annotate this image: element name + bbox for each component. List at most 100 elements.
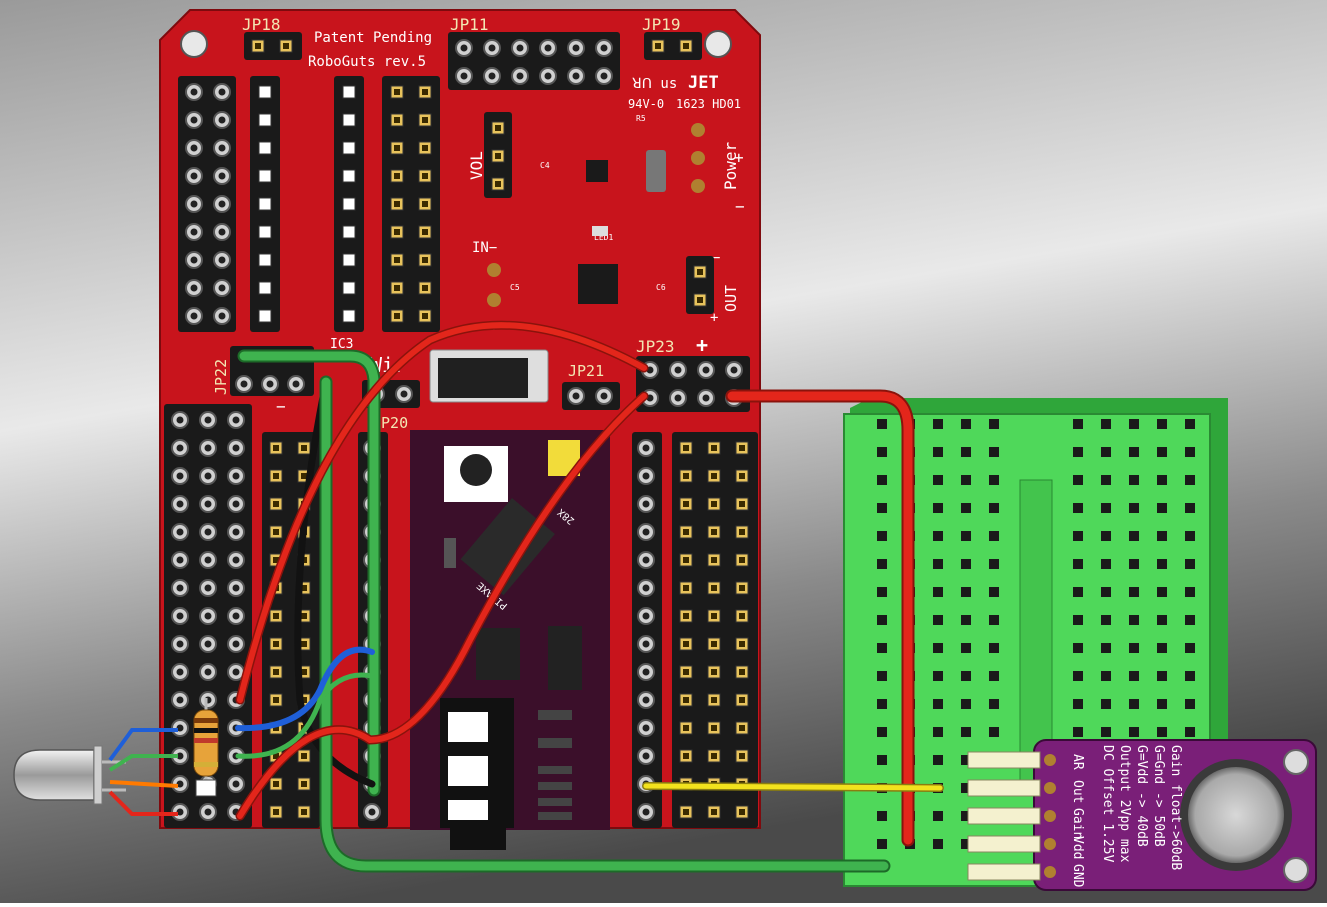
header-pin-core bbox=[301, 697, 307, 703]
header-pin-hole bbox=[488, 44, 496, 52]
header-pin-core bbox=[739, 753, 745, 759]
breadboard-hole bbox=[877, 447, 887, 457]
header-pin-hole bbox=[232, 500, 240, 508]
header-pin-core bbox=[711, 641, 717, 647]
header-pin-core bbox=[273, 697, 279, 703]
header-pin-core bbox=[683, 641, 689, 647]
header-pin-hole bbox=[190, 228, 198, 236]
breadboard-hole bbox=[1101, 503, 1111, 513]
breadboard-hole bbox=[933, 447, 943, 457]
header-pin-core bbox=[273, 725, 279, 731]
breadboard-hole bbox=[1073, 447, 1083, 457]
header-pin-core bbox=[301, 669, 307, 675]
breadboard-hole bbox=[1185, 475, 1195, 485]
breadboard-hole bbox=[1129, 503, 1139, 513]
header-pin-hole bbox=[232, 780, 240, 788]
breadboard-hole bbox=[1185, 503, 1195, 513]
breadboard-hole bbox=[961, 531, 971, 541]
header-pin-core bbox=[739, 669, 745, 675]
header-pin-core bbox=[711, 529, 717, 535]
header-pin-core bbox=[301, 613, 307, 619]
header-pin-hole bbox=[232, 444, 240, 452]
header-pin-core bbox=[683, 809, 689, 815]
header-pin-hole bbox=[204, 528, 212, 536]
header-pin-hole bbox=[204, 444, 212, 452]
label-c5: C5 bbox=[510, 283, 520, 292]
breadboard-hole bbox=[1073, 643, 1083, 653]
header-pin-hole bbox=[642, 584, 650, 592]
header-pin-core bbox=[711, 725, 717, 731]
header-pin-core bbox=[301, 809, 307, 815]
header-pin-core bbox=[273, 529, 279, 535]
label-jp22: JP22 bbox=[212, 359, 230, 395]
wire-blue bbox=[235, 646, 375, 732]
header-pin-hole bbox=[204, 556, 212, 564]
breadboard-hole bbox=[1073, 559, 1083, 569]
header-pin-core bbox=[683, 585, 689, 591]
breadboard-hole bbox=[1073, 587, 1083, 597]
header-pin-hole bbox=[204, 416, 212, 424]
smd-cap bbox=[646, 150, 666, 192]
microphone-module: AR Out Gain Vdd GND Gain float->60dB G=G… bbox=[967, 739, 1317, 891]
label-cert-jet: JET bbox=[688, 73, 719, 93]
breadboard-hole bbox=[961, 727, 971, 737]
breadboard-hole bbox=[989, 615, 999, 625]
breadboard-hole bbox=[989, 531, 999, 541]
header-pin-core bbox=[422, 257, 428, 263]
pad bbox=[691, 179, 705, 193]
resistor bbox=[193, 698, 219, 797]
breadboard-hole bbox=[961, 699, 971, 709]
pad bbox=[691, 123, 705, 137]
note-gain-float: Gain float->60dB bbox=[1168, 745, 1183, 870]
header-pin-core bbox=[711, 473, 717, 479]
header-pin-core bbox=[262, 201, 268, 207]
header-pin-hole bbox=[460, 44, 468, 52]
header-pin-core bbox=[739, 725, 745, 731]
header-pin-core bbox=[273, 809, 279, 815]
note-dc-offset: DC Offset 1.25V bbox=[1100, 745, 1115, 863]
note-gain-vdd: G=Vdd -> 40dB bbox=[1134, 745, 1149, 847]
label-out: OUT bbox=[722, 285, 740, 312]
breadboard-hole bbox=[989, 559, 999, 569]
led-lead-orange bbox=[109, 780, 179, 788]
module-mount-hole bbox=[1283, 857, 1309, 883]
breadboard-hole bbox=[933, 587, 943, 597]
pad bbox=[487, 263, 501, 277]
header-pin-hole bbox=[176, 668, 184, 676]
breadboard-hole bbox=[1157, 699, 1167, 709]
header-pin-hole bbox=[190, 284, 198, 292]
label-jp21: JP21 bbox=[568, 362, 604, 380]
header-pin-core bbox=[683, 529, 689, 535]
header-pin-core bbox=[739, 473, 745, 479]
breadboard-hole bbox=[1073, 699, 1083, 709]
header-pin-core bbox=[394, 257, 400, 263]
header-pin-hole bbox=[460, 72, 468, 80]
header-pin-core bbox=[273, 557, 279, 563]
breadboard-hole bbox=[1101, 419, 1111, 429]
header-pin-core bbox=[394, 201, 400, 207]
header-pin-hole bbox=[240, 380, 248, 388]
header-pin-hole bbox=[642, 472, 650, 480]
module-notes: Gain float->60dB G=Gnd -> 50dB G=Vdd -> … bbox=[1100, 745, 1183, 870]
header-pin-core bbox=[346, 173, 352, 179]
pin-label-gnd: GND bbox=[1070, 864, 1085, 888]
header-pin-hole bbox=[642, 444, 650, 452]
header-pin-hole bbox=[516, 44, 524, 52]
note-gain-gnd: G=Gnd -> 50dB bbox=[1151, 745, 1166, 847]
breadboard-hole bbox=[933, 839, 943, 849]
header-pin-hole bbox=[218, 284, 226, 292]
header-pin-hole bbox=[572, 392, 580, 400]
header-pin-hole bbox=[600, 72, 608, 80]
header-pin-hole bbox=[292, 380, 300, 388]
label-out-plus: + bbox=[710, 310, 718, 326]
header-pin-core bbox=[739, 529, 745, 535]
breadboard-hole bbox=[1101, 699, 1111, 709]
header-pin-core bbox=[394, 313, 400, 319]
breadboard-hole bbox=[1101, 475, 1111, 485]
header-pin-core bbox=[273, 473, 279, 479]
header-pin-core bbox=[394, 145, 400, 151]
led-lead-blue bbox=[108, 728, 178, 762]
header-pin-core bbox=[711, 557, 717, 563]
header-pin-hole bbox=[572, 72, 580, 80]
header-pin-hole bbox=[218, 256, 226, 264]
